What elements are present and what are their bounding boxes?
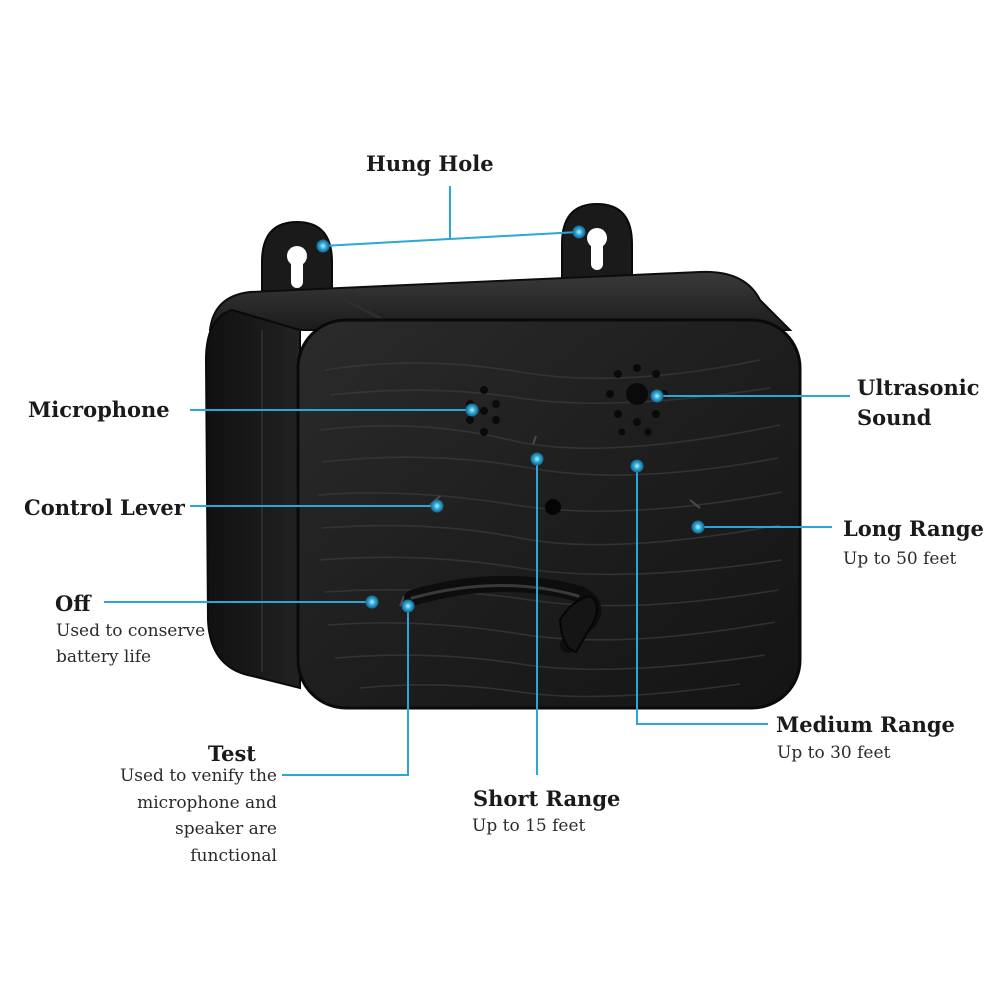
dot-hung-hole-right — [572, 225, 586, 239]
dot-off — [365, 595, 379, 609]
wood-grain-texture — [317, 359, 783, 698]
callout-lines — [104, 186, 850, 776]
test-sub-line4: functional — [190, 846, 277, 866]
device-face — [296, 318, 802, 710]
off-sub-line2: battery life — [56, 647, 152, 667]
dot-medium-range — [630, 459, 644, 473]
device-top — [208, 270, 793, 331]
short-range-sub: Up to 15 feet — [472, 816, 586, 836]
microphone-label: Microphone — [28, 397, 170, 422]
test-sub-line1: Used to venify the — [119, 766, 277, 786]
test-label: Test — [207, 741, 256, 766]
control-lever-label: Control Lever — [24, 495, 185, 520]
hung-hole-label: Hung Hole — [366, 151, 494, 176]
medium-range-sub: Up to 30 feet — [777, 743, 891, 763]
device-side — [204, 308, 301, 690]
callout-hung-hole-span — [321, 231, 579, 247]
dot-test — [401, 599, 415, 613]
callout-medium-range — [636, 466, 768, 725]
off-sub-line1: Used to conserve — [56, 621, 206, 641]
dot-long-range — [691, 520, 705, 534]
control-lever — [404, 575, 602, 654]
short-range-label: Short Range — [473, 786, 621, 811]
test-sub-line3: speaker are — [174, 819, 277, 839]
callout-test — [282, 606, 409, 776]
test-sub-line2: microphone and — [137, 793, 277, 813]
dot-short-range — [530, 452, 544, 466]
microphone-vent — [466, 386, 500, 436]
callout-dots — [316, 225, 705, 613]
medium-range-label: Medium Range — [776, 712, 955, 737]
dot-control-lever — [430, 499, 444, 513]
lever-pivot-hole — [545, 499, 561, 515]
off-label: Off — [55, 591, 91, 616]
dot-ultrasonic — [650, 389, 664, 403]
dot-hung-hole-left — [316, 239, 330, 253]
long-range-label: Long Range — [843, 516, 984, 541]
dot-microphone — [465, 403, 479, 417]
long-range-sub: Up to 50 feet — [843, 549, 957, 569]
ultrasonic-label-line2: Sound — [857, 405, 932, 430]
ultrasonic-speaker-vent — [606, 364, 668, 436]
ultrasonic-label-line1: Ultrasonic — [857, 375, 980, 400]
